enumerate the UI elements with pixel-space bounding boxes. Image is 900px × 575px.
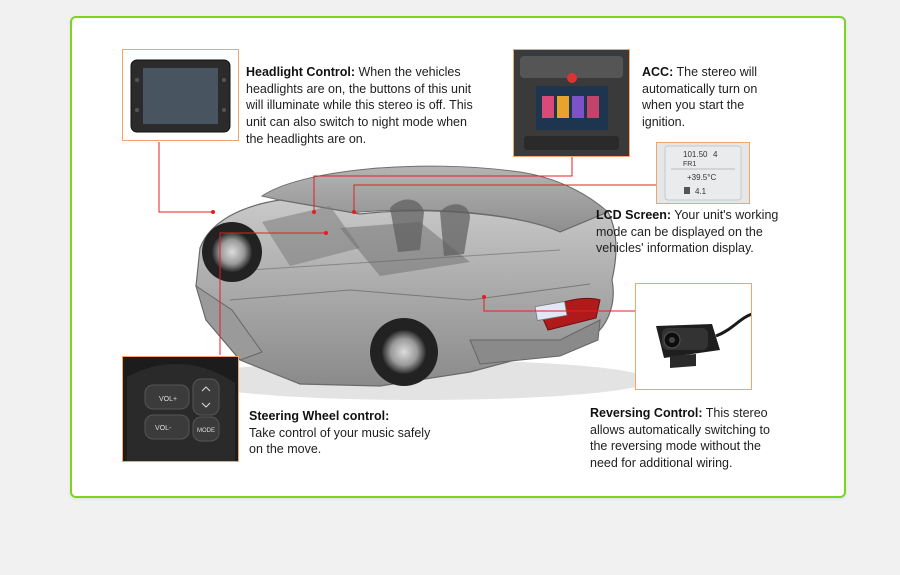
dashboard-image <box>513 49 630 157</box>
reversing-description: This stereo allows automatically switchi… <box>590 406 770 471</box>
acc-callout-line <box>313 157 573 212</box>
reversing-camera-image <box>635 283 752 390</box>
vol-up-label: VOL+ <box>159 396 177 403</box>
headlight-title: Headlight Control: <box>246 65 356 79</box>
lcd-callout-line <box>353 184 656 212</box>
acc-description: The stereo will automatically turn on wh… <box>642 65 758 130</box>
lcd-display-image: 101.50 4 FR1 +39.5°C 4.1 <box>656 142 750 204</box>
acc-feature: ACC: The stereo will automatically turn … <box>642 64 777 131</box>
reversing-title: Reversing Control: <box>590 406 703 420</box>
front-wheel <box>202 222 262 282</box>
steering-feature: Steering Wheel control: Take control of … <box>249 408 434 458</box>
lcd-temperature: +39.5°C <box>687 173 716 182</box>
acc-title: ACC: <box>642 65 674 79</box>
lcd-line2: FR1 <box>683 161 696 168</box>
lcd-line1: 101.50 <box>683 150 708 159</box>
head-unit-image <box>122 49 239 141</box>
steering-controls-image: VOL+ VOL- MODE <box>122 356 239 462</box>
lcd-title: LCD Screen: <box>596 208 672 222</box>
mode-label: MODE <box>197 428 215 434</box>
rear-wheel <box>370 318 438 386</box>
lcd-description: Your unit's working mode can be displaye… <box>596 208 779 256</box>
steering-title: Steering Wheel control: <box>249 409 390 423</box>
headlight-callout-line <box>158 142 213 213</box>
headlight-description: When the vehicles headlights are on, the… <box>246 65 473 146</box>
vol-down-label: VOL- <box>155 425 172 432</box>
lcd-fuel: 4.1 <box>695 187 707 196</box>
lcd-feature: LCD Screen: Your unit's working mode can… <box>596 207 800 257</box>
reversing-callout-line <box>483 297 635 312</box>
reversing-feature: Reversing Control: This stereo allows au… <box>590 405 788 472</box>
steering-description: Take control of your music safely on the… <box>249 425 431 457</box>
headlight-feature: Headlight Control: When the vehicles hea… <box>246 64 478 148</box>
steering-callout-line <box>219 232 326 355</box>
lcd-line1-suffix: 4 <box>713 150 718 159</box>
